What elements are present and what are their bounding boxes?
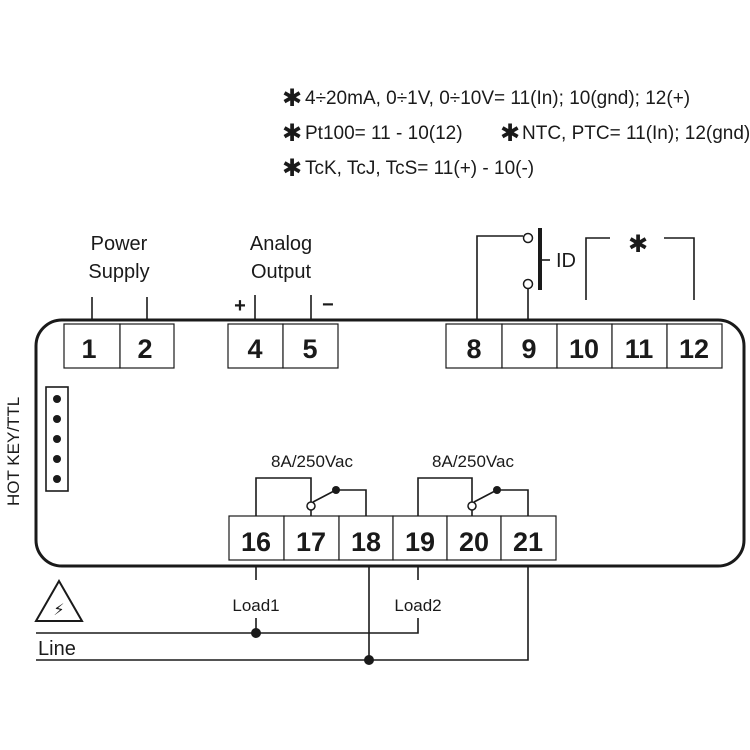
line-label: Line <box>38 638 76 660</box>
hot-key-pin <box>53 475 61 483</box>
id-contact-bottom <box>522 278 534 290</box>
terminal-block-top: 1 2 4 5 8 9 10 11 12 <box>63 323 723 369</box>
note-pt100: Pt100= 11 - 10(12) <box>305 123 463 144</box>
probe-bracket-left <box>585 237 610 300</box>
id-contact-top <box>522 232 534 244</box>
sensor-notes: ✱ 4÷20mA, 0÷1V, 0÷10V= 11(In); 10(gnd); … <box>282 84 750 182</box>
relay-1: 8A/250Vac <box>255 452 367 516</box>
relay1-contact-nc <box>306 501 316 511</box>
note-ntc-ptc: NTC, PTC= 11(In); 12(gnd) <box>522 123 750 144</box>
load2-label: Load2 <box>394 596 441 615</box>
relay2-blade <box>473 490 496 503</box>
probe-star: ✱ <box>628 230 648 258</box>
terminal-label: 5 <box>302 334 317 364</box>
note-star-1: ✱ <box>282 84 302 112</box>
relay-2: 8A/250Vac <box>417 452 529 516</box>
analog-minus-sign: − <box>322 294 334 316</box>
analog-plus-sign: + <box>234 295 246 317</box>
terminal-2 <box>119 323 175 369</box>
relay1-lead-18 <box>336 489 367 516</box>
terminal-label: 1 <box>81 334 96 364</box>
note-thermocouple: TcK, TcJ, TcS= 11(+) - 10(-) <box>305 158 534 179</box>
controller-body <box>34 318 746 568</box>
power-label-line1: Power <box>91 233 148 255</box>
line-wire-lower <box>36 566 529 661</box>
common-junction <box>364 655 374 665</box>
hot-key-label: HOT KEY/TTL <box>4 397 23 506</box>
terminal-label: 20 <box>459 527 489 557</box>
hot-key-pin <box>53 435 61 443</box>
terminal-label: 17 <box>296 527 326 557</box>
terminal-18 <box>338 515 394 561</box>
hot-key-pin <box>53 455 61 463</box>
hot-key-connector: HOT KEY/TTL <box>4 386 69 506</box>
relay2-common-wire <box>417 477 473 516</box>
terminal-label: 4 <box>247 334 262 364</box>
terminal-5 <box>282 323 339 369</box>
terminal-19 <box>392 515 448 561</box>
note-star-3: ✱ <box>500 119 520 147</box>
load1-label: Load1 <box>232 596 279 615</box>
terminal-label: 9 <box>521 334 536 364</box>
terminal-label: 19 <box>405 527 435 557</box>
line-wire-upper <box>36 618 419 634</box>
relay2-rating: 8A/250Vac <box>432 452 514 471</box>
terminal-16 <box>228 515 285 561</box>
id-switch: ID <box>476 228 576 320</box>
terminal-11 <box>611 323 668 369</box>
relay2-lead-21 <box>497 489 529 516</box>
terminal-block-bottom: 16 17 18 19 20 21 <box>228 515 557 561</box>
terminal-20 <box>446 515 502 561</box>
warning-icon: ⚡ <box>34 578 84 622</box>
relay1-blade <box>312 490 335 503</box>
terminal-21 <box>500 515 557 561</box>
note-star-4: ✱ <box>282 154 302 182</box>
terminal-17 <box>283 515 340 561</box>
terminal-label: 16 <box>241 527 271 557</box>
terminal-label: 10 <box>569 334 599 364</box>
probe-bracket-right <box>664 237 695 300</box>
terminal-1 <box>63 323 121 369</box>
lightning-icon: ⚡ <box>53 600 64 619</box>
terminal-label: 11 <box>625 334 654 364</box>
note-analog-input: 4÷20mA, 0÷1V, 0÷10V= 11(In); 10(gnd); 12… <box>305 88 690 109</box>
terminal-label: 2 <box>137 334 152 364</box>
hot-key-pin <box>53 395 61 403</box>
analog-label-line1: Analog <box>250 233 312 255</box>
terminal-label: 12 <box>679 334 709 364</box>
id-label: ID <box>556 250 576 272</box>
load1-junction <box>251 628 261 638</box>
relay2-contact-nc <box>467 501 477 511</box>
hot-key-pin <box>53 415 61 423</box>
terminal-8 <box>445 323 503 369</box>
warning-triangle-icon <box>34 578 84 622</box>
relay1-rating: 8A/250Vac <box>271 452 353 471</box>
power-label-line2: Supply <box>88 261 149 283</box>
load-wiring: Load1 Load2 Line <box>36 566 529 665</box>
terminal-12 <box>666 323 723 369</box>
terminal-label: 8 <box>466 334 481 364</box>
id-wire-8 <box>476 235 523 320</box>
terminal-label: 21 <box>513 527 543 557</box>
relay1-common-wire <box>255 477 312 516</box>
terminal-label: 18 <box>351 527 381 557</box>
note-star-2: ✱ <box>282 119 302 147</box>
analog-label-line2: Output <box>251 261 311 283</box>
terminal-4 <box>227 323 284 369</box>
